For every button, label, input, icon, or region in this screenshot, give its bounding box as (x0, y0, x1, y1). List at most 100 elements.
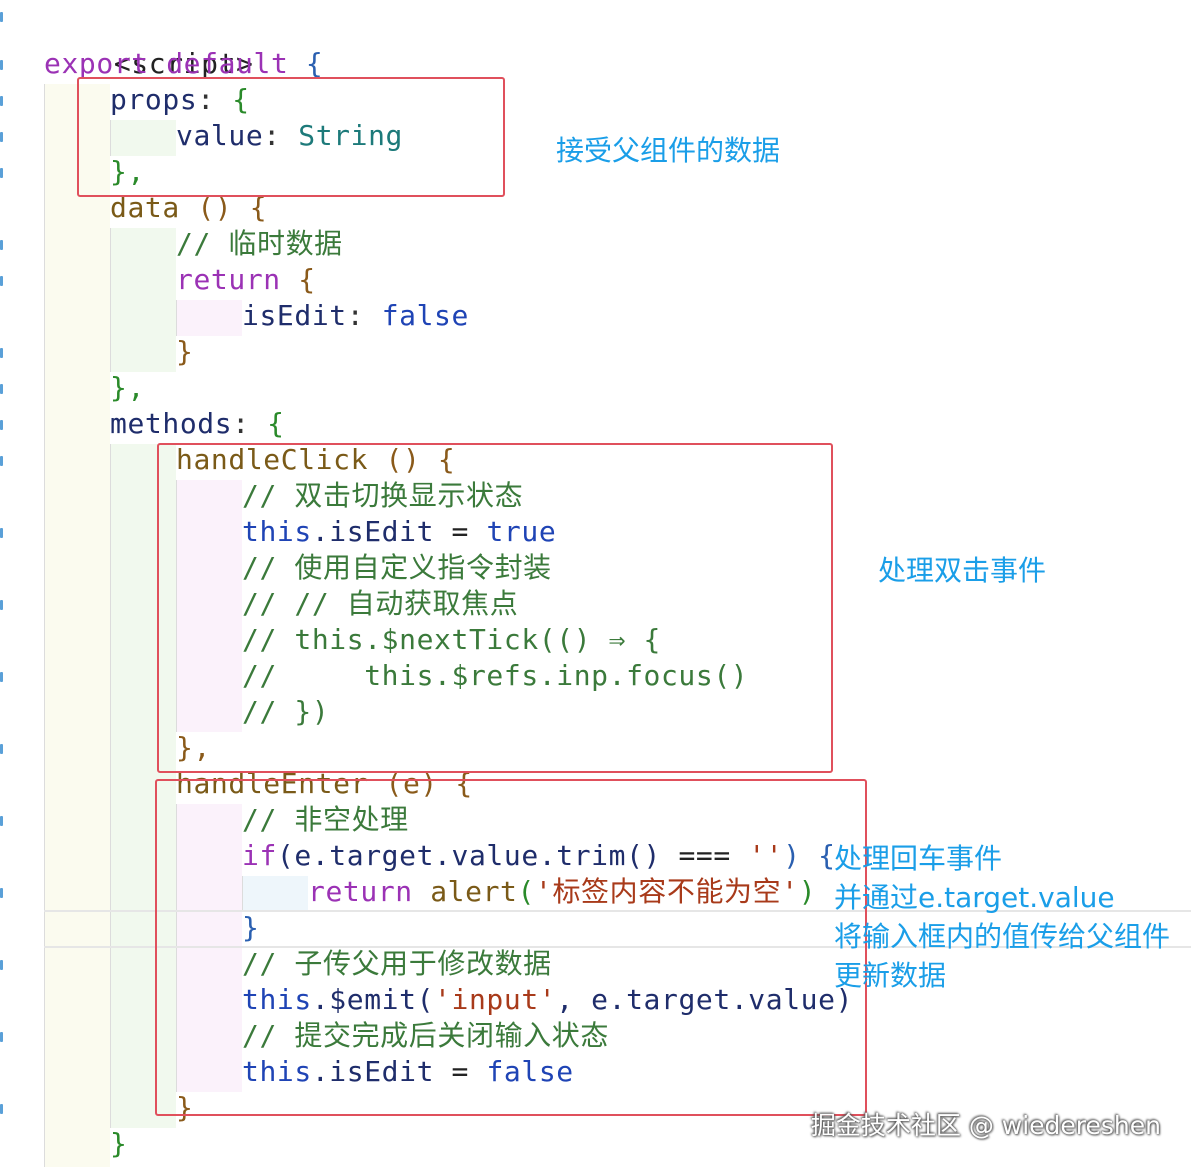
gutter-marker (0, 132, 3, 142)
gutter-marker (0, 456, 3, 466)
export-keyword: export (44, 47, 149, 80)
indent-band (176, 480, 242, 732)
code-line[interactable]: } (176, 334, 193, 370)
code-line[interactable]: return alert('标签内容不能为空') (308, 875, 817, 908)
gutter-marker (0, 600, 3, 610)
brace: }, (110, 371, 145, 404)
code-line[interactable]: handleClick () { (176, 442, 455, 478)
code-line[interactable]: }, (110, 154, 145, 190)
code-line[interactable]: this.isEdit = false (242, 1054, 574, 1090)
string-type: String (298, 119, 403, 152)
false-literal: false (381, 299, 469, 332)
code-line[interactable]: value: String (176, 118, 403, 154)
brace: } (110, 1127, 128, 1160)
code-line[interactable]: // 双击切换显示状态 (242, 478, 523, 514)
indent-guide (44, 84, 45, 1167)
colon: : (197, 83, 215, 116)
brace: { (249, 191, 268, 224)
gutter-marker (0, 348, 3, 358)
empty-string: '' (748, 839, 784, 872)
gutter-marker (0, 96, 3, 106)
comment: // 子传父用于修改数据 (242, 947, 552, 980)
indent-guide (176, 804, 177, 1092)
strict-equal-operator: === (678, 839, 731, 872)
comment: // 临时数据 (176, 227, 343, 260)
code-line[interactable]: // 子传父用于修改数据 (242, 946, 552, 982)
assign-operator: = (451, 1055, 469, 1088)
handle-click-function: handleClick (176, 443, 369, 476)
indent-band (176, 804, 242, 1092)
comment: // this.$refs.inp.focus() (242, 659, 749, 692)
gutter-marker (0, 420, 3, 430)
is-edit-key: isEdit (242, 299, 347, 332)
methods-key: methods (110, 407, 233, 440)
code-line[interactable]: props: { (110, 82, 250, 118)
code-line[interactable]: methods: { (110, 406, 285, 442)
comment: // 双击切换显示状态 (242, 479, 524, 512)
code-line[interactable]: return { (176, 262, 316, 298)
code-line[interactable]: this.$emit('input', e.target.value) (242, 982, 853, 1018)
enter-annotation-line-3: 将输入框内的值传给父组件 (834, 920, 1171, 953)
brace: { (298, 263, 316, 296)
gutter-marker (0, 528, 3, 538)
gutter-marker (0, 960, 3, 970)
assign-operator: = (451, 515, 469, 548)
is-edit-access: .isEdit (311, 515, 435, 548)
props-highlight-box (77, 77, 505, 197)
true-literal: true (486, 515, 557, 548)
brace: { (232, 83, 250, 116)
code-line[interactable]: // this.$refs.inp.focus() (242, 658, 748, 694)
brace: } (242, 911, 260, 944)
colon: : (263, 119, 281, 152)
code-line[interactable]: // 使用自定义指令封装 (242, 550, 552, 586)
code-line[interactable]: export default { (44, 46, 323, 82)
code-line[interactable]: if(e.target.value.trim() === '') { (242, 838, 836, 874)
gutter-marker (0, 12, 3, 22)
brace: { (305, 47, 324, 80)
code-line[interactable]: // 非空处理 (242, 802, 409, 838)
code-line[interactable]: } (110, 1126, 127, 1162)
return-keyword: return (308, 875, 413, 908)
props-key: props (110, 83, 198, 116)
gutter-marker (0, 276, 3, 286)
code-line[interactable]: this.isEdit = true (242, 514, 556, 550)
if-keyword: if (242, 839, 277, 872)
emit-call: .$emit( (311, 983, 435, 1016)
this-keyword: this (242, 515, 312, 548)
indent-guide (176, 480, 177, 732)
handle-click-highlight-box (157, 443, 833, 773)
comment: // 非空处理 (242, 803, 409, 836)
gutter-marker (0, 168, 3, 178)
colon: : (346, 299, 365, 332)
code-line[interactable]: } (242, 910, 259, 946)
current-line-highlight (44, 910, 1191, 948)
indent-band (242, 876, 308, 912)
alert-message: '标签内容不能为空' (534, 875, 799, 908)
enter-annotation-line-2: 并通过e.target.value (834, 881, 1115, 914)
brace: { (267, 407, 285, 440)
indent-guide (176, 300, 177, 336)
brace: { (437, 443, 456, 476)
brace: { (455, 767, 473, 800)
code-line[interactable]: // 提交完成后关闭输入状态 (242, 1018, 609, 1054)
gutter-marker (0, 888, 3, 898)
code-line[interactable]: // }) (242, 694, 329, 730)
brace: } (176, 335, 194, 368)
code-line[interactable]: // 临时数据 (176, 226, 343, 262)
code-line[interactable]: }, (176, 730, 211, 766)
gutter-marker (0, 1104, 3, 1114)
comment: // // 自动获取焦点 (242, 587, 519, 620)
code-line[interactable]: // // 自动获取焦点 (242, 586, 518, 622)
indent-band (176, 300, 242, 336)
gutter-marker (0, 1032, 3, 1042)
code-line[interactable]: // this.$nextTick(() ⇒ { (242, 622, 661, 658)
trim-expression: (e.target.value.trim() (276, 839, 661, 872)
code-line[interactable]: <script> (44, 10, 254, 80)
script-tag: <script> (113, 47, 254, 80)
code-line[interactable]: isEdit: false (242, 298, 469, 334)
handle-enter-highlight-box (155, 779, 867, 1116)
this-keyword: this (242, 983, 312, 1016)
comment: // 使用自定义指令封装 (242, 551, 552, 584)
code-line[interactable]: }, (110, 370, 145, 406)
